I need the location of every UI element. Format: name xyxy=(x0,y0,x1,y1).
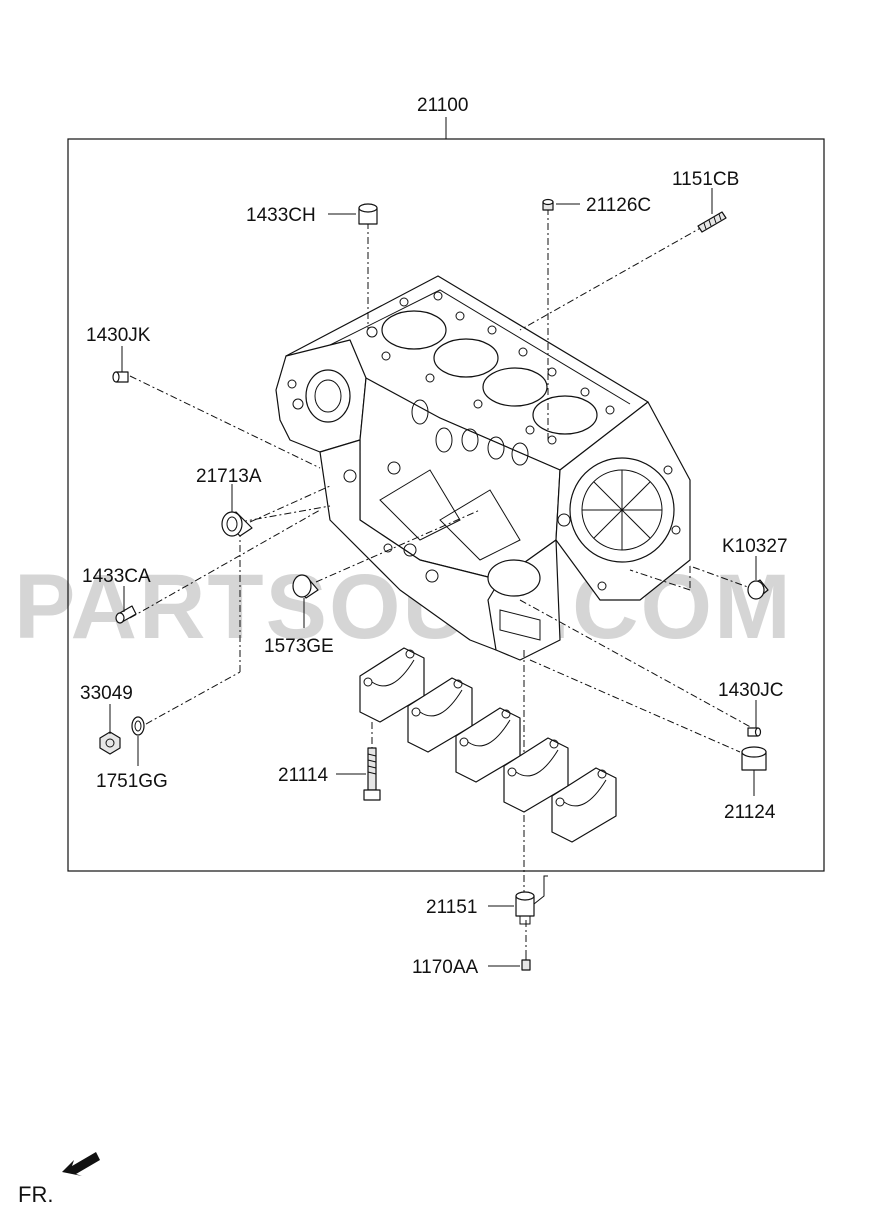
front-label: FR. xyxy=(18,1182,53,1207)
front-arrow-icon xyxy=(62,1152,100,1176)
label-21151: 21151 xyxy=(426,897,477,918)
plug-bolt-33049 xyxy=(99,731,121,755)
label-1151cb: 1151CB xyxy=(672,169,739,190)
label-1430jc: 1430JC xyxy=(718,680,784,701)
front-direction-indicator: FR. xyxy=(18,1152,100,1207)
label-21713a: 21713A xyxy=(196,466,262,487)
cylinder-block xyxy=(275,275,691,661)
label-33049: 33049 xyxy=(80,683,133,704)
dowel-1433ca xyxy=(115,605,137,624)
label-21100: 21100 xyxy=(417,95,468,116)
label-1430jk: 1430JK xyxy=(86,325,151,346)
main-bolt-21114 xyxy=(363,722,381,801)
label-21124: 21124 xyxy=(724,802,776,823)
plug-1573ge xyxy=(292,574,319,599)
gasket-1751gg xyxy=(131,716,145,736)
label-1170aa: 1170AA xyxy=(412,957,479,978)
pin-1430jc xyxy=(747,727,762,737)
label-1751gg: 1751GG xyxy=(96,771,168,792)
pin-1430jk xyxy=(112,371,129,383)
label-k10327: K10327 xyxy=(722,536,788,557)
knock-sensor-21151 xyxy=(515,875,548,925)
callout-leaders xyxy=(109,188,757,967)
label-1433ca: 1433CA xyxy=(82,566,151,587)
label-1573ge: 1573GE xyxy=(264,636,334,657)
dowel-1433ch xyxy=(358,203,378,225)
seal-21713a xyxy=(221,511,253,537)
sensor-bolt-1170aa xyxy=(521,950,531,971)
dowel-21124 xyxy=(741,746,767,771)
plug-21126c xyxy=(542,198,554,211)
centerlines xyxy=(129,208,757,958)
bearing-caps xyxy=(359,647,617,843)
label-21114: 21114 xyxy=(278,765,328,786)
stud-1151cb xyxy=(697,211,727,233)
label-21126c: 21126C xyxy=(586,195,651,216)
label-1433ch: 1433CH xyxy=(246,205,316,226)
plug-k10327 xyxy=(747,579,769,600)
